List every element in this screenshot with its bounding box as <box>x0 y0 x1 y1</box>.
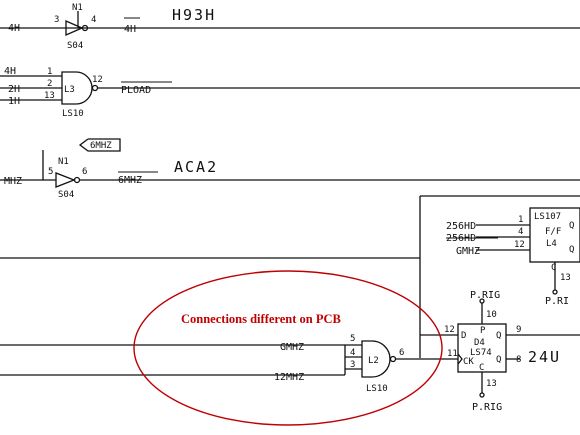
d4-pin-ck: 11 <box>447 349 458 359</box>
d4-qbar-label: Q <box>496 355 501 365</box>
ff-type-label: F/F <box>545 227 561 237</box>
d4-c-label: C <box>479 363 484 373</box>
pload-pin-out: 12 <box>92 75 103 85</box>
d4-top-pin: 10 <box>486 310 497 320</box>
d4-name: D4 <box>474 338 485 348</box>
top-pin-in: 3 <box>54 15 59 25</box>
ff-input-3: GMHZ <box>456 246 480 257</box>
pload-pin-1: 1 <box>47 67 52 77</box>
top-in-label: 4H <box>8 23 20 34</box>
d4-d-label: D <box>461 331 466 341</box>
pload-pin-2: 2 <box>47 79 52 89</box>
ff-pin-2: 4 <box>518 227 523 237</box>
ff-pin-3: 12 <box>514 240 525 250</box>
nand-pin-5: 5 <box>350 334 355 344</box>
ff-c-pin: 13 <box>560 273 571 283</box>
annotation-text: Connections different on PCB <box>181 312 341 326</box>
mhz-hand-label: ACA2 <box>174 158 218 176</box>
d4-qbar-pin: 8 <box>516 355 521 365</box>
nand-pin-out: 6 <box>399 348 404 358</box>
top-hand-label: H93H <box>172 6 216 24</box>
mhz-pin-out: 6 <box>82 167 87 177</box>
pload-chip-label: LS10 <box>62 109 84 119</box>
nand-input-1: GMHZ <box>280 342 304 353</box>
pload-gate-name: L3 <box>64 85 75 95</box>
d4-q-pin: 9 <box>516 325 521 335</box>
d4-p-label: P <box>480 326 486 336</box>
top-gate-name: N1 <box>72 3 83 13</box>
d4-ck-label: CK <box>463 357 474 367</box>
nand-pin-4: 4 <box>350 348 355 358</box>
ff-input-2: 256HD <box>446 233 476 244</box>
mhz-pin-in: 5 <box>48 167 53 177</box>
top-pin-out: 4 <box>91 15 96 25</box>
nand-pin-3: 3 <box>350 360 355 370</box>
ff-q-label: Q <box>569 221 574 231</box>
mhz-flag-label: 6MHZ <box>90 141 112 151</box>
mhz-gate-name: N1 <box>58 157 69 167</box>
ff-input-1: 256HD <box>446 221 476 232</box>
ff-name-label: L4 <box>546 239 557 249</box>
ff-pin-1: 1 <box>518 215 523 225</box>
pload-pin-3: 13 <box>44 91 55 101</box>
nand-chip-label: LS10 <box>366 384 388 394</box>
overlines <box>118 17 498 239</box>
d4-chip-label: LS74 <box>470 348 492 358</box>
ff-c-label: C <box>551 263 556 273</box>
d4-top-supply: P.RIG <box>470 290 500 301</box>
pload-input-2: 2H <box>8 84 20 95</box>
mhz-out-label: 6MHZ <box>118 175 142 186</box>
annotation-ellipse <box>133 270 443 426</box>
top-out-label: 4H <box>124 24 136 35</box>
nand-input-2: 12MHZ <box>274 372 304 383</box>
ff-qbar-label: Q <box>569 245 574 255</box>
wires <box>0 11 580 398</box>
pload-out-label: PLOAD <box>121 85 151 96</box>
top-chip-label: S04 <box>67 41 83 51</box>
ff-chip-label: LS107 <box>534 212 561 222</box>
d4-bottom-supply: P.RIG <box>472 402 502 413</box>
nand-gate-name: L2 <box>368 356 379 366</box>
d4-q-label: Q <box>496 331 501 341</box>
d4-bottom-pin: 13 <box>486 379 497 389</box>
ff-supply-label: P.RI <box>545 296 569 307</box>
mhz-chip-label: S04 <box>58 190 74 200</box>
mhz-in-label: MHZ <box>4 176 22 187</box>
pload-input-3: 1H <box>8 96 20 107</box>
d4-out-label: 24U <box>528 348 561 366</box>
d4-pin-d: 12 <box>444 325 455 335</box>
pload-input-1: 4H <box>4 66 16 77</box>
